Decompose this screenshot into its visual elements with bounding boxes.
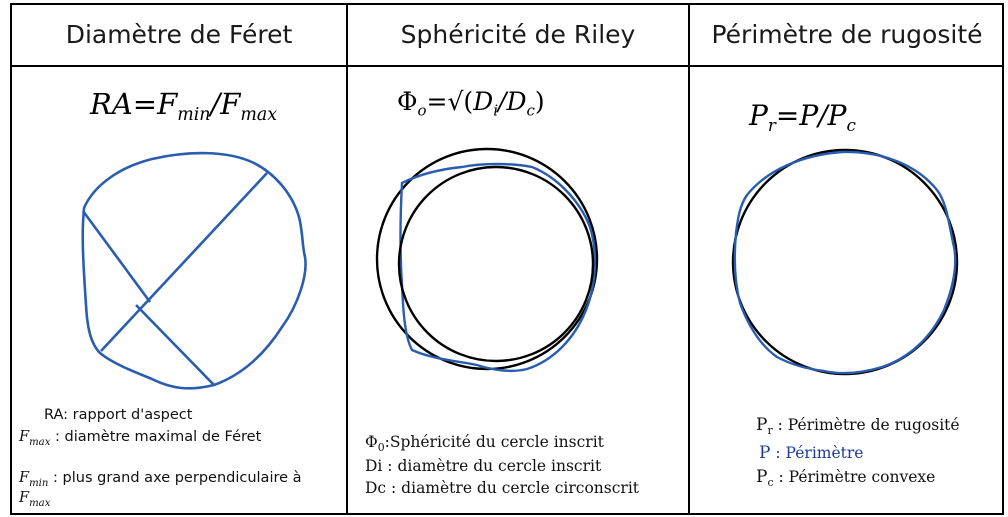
legend-feret-max-continued: Fmax	[19, 490, 51, 509]
legend-aspect-ratio: RA: rapport d'aspect	[44, 407, 193, 423]
column-title-feret: Diamètre de Féret	[65, 20, 293, 49]
feret-min-axis-line	[81, 210, 152, 303]
legend-inscribed-diameter: Di : diamètre du cercle inscrit	[365, 457, 602, 475]
formula-sphericity: Φo=√(Di/Dc)	[397, 87, 545, 120]
legend-circumscribed-diameter: Dc : diamètre du cercle circonscrit	[365, 479, 640, 497]
legend-feret-min: Fmin : plus grand axe perpendiculaire à	[19, 470, 302, 489]
formula-aspect-ratio: RA=Fmin/Fmax	[90, 87, 278, 126]
feret-particle-group	[81, 151, 307, 390]
particle-outline	[399, 162, 597, 373]
inscribed-circle	[397, 165, 595, 363]
comparison-table: Diamètre de Féret Sphéricité de Riley Pé…	[10, 3, 1004, 515]
header-row: Diamètre de Féret Sphéricité de Riley Pé…	[12, 5, 1002, 67]
feret-max-diameter-line	[100, 172, 268, 352]
formula-roughness-perimeter: Pr=P/Pc	[749, 99, 856, 135]
particle-outline	[733, 150, 957, 375]
legend-feret-max: Fmax : diamètre maximal de Féret	[19, 429, 262, 448]
column-divider	[346, 5, 348, 513]
roughness-group	[731, 148, 959, 376]
column-title-rugosite: Périmètre de rugosité	[711, 20, 983, 49]
circumscribed-circle	[375, 147, 599, 371]
legend-perimeter: P : Périmètre	[759, 443, 864, 463]
legend-roughness-perimeter: Pr : Périmètre de rugosité	[756, 415, 960, 438]
column-title-riley: Sphéricité de Riley	[400, 20, 636, 49]
particle-outline	[81, 151, 307, 390]
riley-circles-group	[375, 147, 599, 373]
legend-convex-perimeter: Pc : Périmètre convexe	[756, 467, 936, 490]
feret-min-axis-line	[135, 304, 215, 386]
shape-illustrations	[81, 147, 959, 390]
column-divider	[688, 5, 690, 513]
legend-sphericity: Φ0:Sphéricité du cercle inscrit	[365, 433, 604, 455]
